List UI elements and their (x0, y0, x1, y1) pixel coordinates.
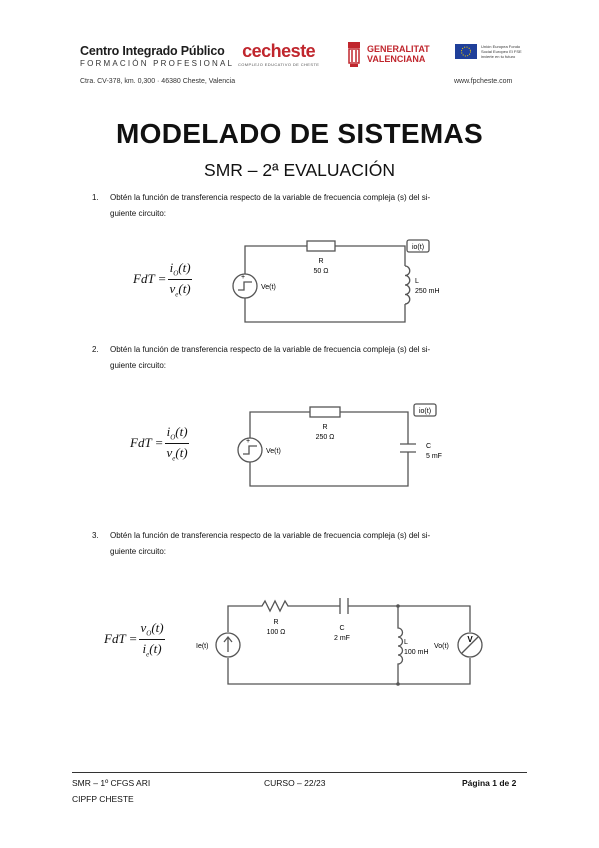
cecheste-logo: cecheste COMPLEJO EDUCATIVO DE CHESTE (238, 41, 319, 67)
question-text-cont: guiente circuito: (110, 547, 167, 556)
cecheste-name: cecheste (242, 41, 316, 61)
formula-num: i (169, 260, 174, 275)
school-subtitle: FORMACIÓN PROFESIONAL (80, 59, 235, 68)
circuit-r-value: 250 Ω (316, 434, 335, 441)
circuit-c-value: 5 mF (426, 453, 442, 460)
formula-lhs: FdT = (104, 631, 138, 647)
footer-page: Página 1 de 2 (462, 778, 517, 788)
question-number: 2. (92, 345, 99, 354)
circuit-l-label: L (404, 639, 408, 646)
page-subtitle: SMR – 2ª EVALUACIÓN (204, 160, 395, 180)
question-number: 1. (92, 193, 99, 202)
formula-den: v (166, 444, 173, 460)
circuit-l-value: 100 mH (404, 649, 429, 656)
circuit-c-label: C (426, 443, 431, 450)
footer-school: CIPFP CHESTE (72, 794, 134, 804)
svg-text:+: + (241, 274, 245, 281)
circuit-3: V Ie(t) R 100 Ω C 2 mF L 100 mH Vo(t) (196, 598, 483, 686)
circuit-c-value: 2 mF (334, 635, 350, 642)
question-text-cont: guiente circuito: (110, 209, 167, 218)
circuit-r-value: 50 Ω (314, 268, 329, 275)
formula-den-sub: e (172, 454, 176, 463)
eu-logo: Unión Europea Fondo Social Europeo El FS… (455, 44, 529, 59)
formula-den-sub: e (146, 650, 150, 659)
question-3: 3. Obtén la función de transferencia resp… (92, 528, 512, 560)
formula-num-arg: (t) (151, 620, 164, 635)
circuit-source-label: Ve(t) (266, 448, 281, 455)
footer-course: SMR – 1º CFGS ARI (72, 778, 151, 788)
generalitat-emblem-icon (348, 42, 360, 67)
footer-divider (72, 772, 527, 773)
formula-num-arg: (t) (175, 424, 188, 439)
circuit-source-label: Ie(t) (196, 643, 208, 650)
formula-3: FdT = vO(t) ie(t) (104, 620, 165, 658)
school-logo: Centro Integrado Público FORMACIÓN PROFE… (80, 44, 234, 68)
circuit-r-label: R (318, 258, 323, 265)
circuit-l-value: 250 mH (415, 288, 440, 295)
svg-text:+: + (246, 438, 250, 445)
question-number: 3. (92, 531, 99, 540)
circuit-r-label: R (273, 619, 278, 626)
question-2: 2. Obtén la función de transferencia resp… (92, 342, 512, 374)
formula-num-sub: O (146, 629, 152, 638)
page-title: MODELADO DE SISTEMAS (116, 118, 483, 149)
circuit-meter-label: Vo(t) (434, 643, 449, 650)
generalitat-logo: GENERALITAT VALENCIANA (345, 40, 430, 68)
gva-line2: VALENCIANA (367, 54, 426, 64)
circuit-meter-label: io(t) (412, 244, 424, 251)
formula-num: i (166, 424, 171, 439)
cecheste-subtitle: COMPLEJO EDUCATIVO DE CHESTE (238, 62, 320, 67)
circuit-meter-label: io(t) (419, 408, 431, 415)
circuit-1: + Ve(t) R 50 Ω L 250 mH io(t) (232, 239, 440, 323)
formula-lhs: FdT = (130, 435, 164, 451)
question-text: Obtén la función de transferencia respec… (110, 345, 431, 354)
formula-num-arg: (t) (178, 260, 191, 275)
eu-text: Unión Europea Fondo Social Europeo El FS… (481, 44, 522, 59)
formula-den-arg: (t) (149, 640, 162, 656)
formula-den-arg: (t) (178, 280, 191, 296)
circuit-meter-symbol: V (467, 635, 473, 644)
circuit-source-label: Ve(t) (261, 284, 276, 291)
formula-den: v (169, 280, 176, 296)
formula-den-arg: (t) (175, 444, 188, 460)
formula-den: i (142, 640, 147, 656)
school-name: Centro Integrado Público (80, 44, 225, 58)
circuit-c-label: C (339, 625, 344, 632)
question-text-cont: guiente circuito: (110, 361, 167, 370)
formula-num-sub: O (170, 433, 176, 442)
formula-num: v (140, 620, 147, 635)
circuit-r-label: R (322, 424, 327, 431)
address: Ctra. CV-378, km. 0,300 · 46380 Cheste, … (80, 78, 236, 85)
formula-2: FdT = iO(t) ve(t) (130, 424, 189, 462)
question-text: Obtén la función de transferencia respec… (110, 531, 431, 540)
formula-num-sub: O (173, 269, 179, 278)
gva-line1: GENERALITAT (367, 44, 430, 54)
website: www.fpcheste.com (454, 78, 513, 85)
question-1: 1. Obtén la función de transferencia resp… (92, 190, 512, 222)
circuit-l-label: L (415, 278, 419, 285)
formula-1: FdT = iO(t) ve(t) (133, 260, 192, 298)
formula-den-sub: e (175, 290, 179, 299)
question-text: Obtén la función de transferencia respec… (110, 193, 431, 202)
formula-lhs: FdT = (133, 271, 167, 287)
eu-flag-icon (455, 44, 477, 59)
circuit-2: + Ve(t) R 250 Ω C 5 mF io(t) (237, 403, 442, 487)
circuit-r-value: 100 Ω (267, 629, 286, 636)
footer-year: CURSO – 22/23 (264, 778, 326, 788)
